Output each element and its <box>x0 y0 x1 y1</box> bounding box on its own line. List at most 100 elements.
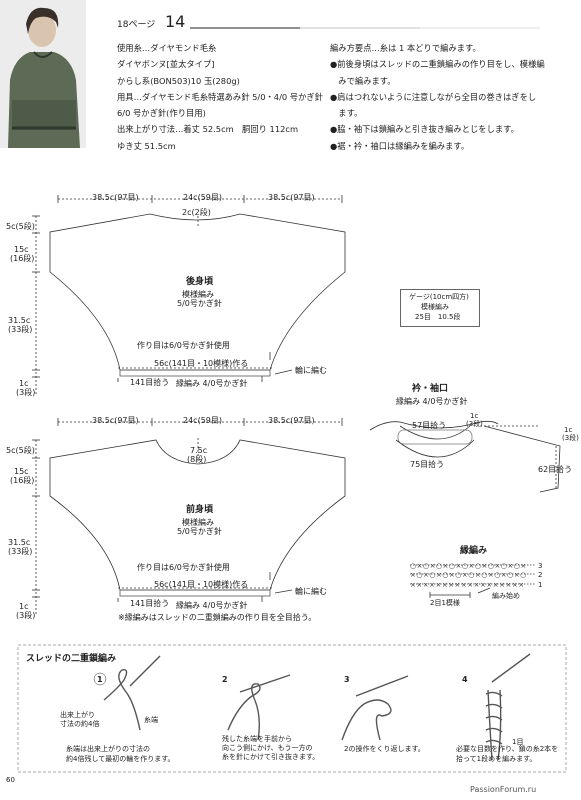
instruction-line: みで編みます。 <box>330 75 396 86</box>
front-neck-rows: (8段) <box>187 455 207 464</box>
step3-caption: 2の操作をくり返します。 <box>344 745 425 753</box>
edging-chart-symbols: ○×○×○×○×○×○×○×○×○× ×○×○×○×○×○×○×○×○×○ ××… <box>410 562 527 589</box>
instruction-line: 編み方要点…糸は 1 本どりで編みます。 <box>330 43 481 53</box>
front-h4-rows: (3段) <box>16 611 36 620</box>
back-width-left: 38.5c(97目) <box>92 193 139 202</box>
front-h4: 1c <box>19 602 29 611</box>
step2-hook <box>239 674 291 693</box>
page-number: 60 <box>6 776 15 784</box>
edging-start: 編み始め <box>492 592 520 600</box>
instruction-line: ます。 <box>330 108 363 119</box>
front-body-outline <box>49 439 346 591</box>
edging-row-3: 3 <box>538 562 543 570</box>
step1-caption-1: 糸端は出来上がりの寸法の <box>66 745 150 753</box>
back-h4: 1c <box>19 379 29 388</box>
page-reference: 18ページ <box>117 20 156 30</box>
back-cast-hook: 作り目は6/0号かぎ針使用 <box>137 341 230 350</box>
back-h3: 31.5c <box>8 316 31 325</box>
instruction-line: ●裾・衿・袖口は縁編みを編みます。 <box>330 140 470 151</box>
step4-caption-2: 拾って1段めを編みます。 <box>456 755 537 763</box>
header-rule <box>190 27 540 29</box>
step1-caption-2: 約4倍残して最初の輪を作ります。 <box>66 755 175 763</box>
model-photo-illustration <box>0 0 86 148</box>
front-width-mid: 24c(59目) <box>183 416 222 425</box>
sleeve-rows: 1c <box>564 426 573 434</box>
step-3-number: 3 <box>344 675 350 684</box>
back-wrap: 輪に編む <box>295 366 327 375</box>
front-h3-rows: (33段) <box>8 547 33 556</box>
back-h2: 15c <box>14 245 29 254</box>
edging-row-1: 1 <box>538 581 543 589</box>
front-hem-band <box>119 589 271 597</box>
back-h4-rows: (3段) <box>16 388 36 397</box>
front-hook: 5/0号かぎ針 <box>177 527 222 536</box>
back-hem-band <box>119 369 271 377</box>
thread-chain-panel-border <box>17 644 567 773</box>
front-width-right: 38.5c(97目) <box>268 416 315 425</box>
step3-hook <box>355 675 409 697</box>
spec-line: ゆき丈 51.5cm <box>117 140 176 151</box>
back-pickup: 141目拾う <box>130 378 170 387</box>
front-width-left: 38.5c(97目) <box>92 416 139 425</box>
step2-caption-1: 残した糸端を手前から <box>222 735 292 743</box>
front-pattern: 模様編み <box>182 518 214 527</box>
svg-text:○×○×○×○×○×○×○×○×○×: ○×○×○×○×○×○×○×○×○× <box>410 562 527 570</box>
back-neck: 2c(2段) <box>182 208 211 217</box>
back-hook: 5/0号かぎ針 <box>177 299 222 308</box>
step2-caption-3: 糸を針にかけて引き抜きます。 <box>222 753 320 761</box>
front-wrap: 輪に編む <box>295 587 327 596</box>
back-width-right: 38.5c(97目) <box>268 193 315 202</box>
front-h1: 5c(5段) <box>6 446 35 455</box>
step1-note1: 出来上がり <box>60 711 95 719</box>
edging-repeat: 2目1模様 <box>430 599 460 607</box>
step1-hook <box>129 655 161 687</box>
step4-caption-1: 必要な目数を作り、鎖の糸2本を <box>456 745 559 753</box>
sleeve-62: 62目拾う <box>538 465 573 474</box>
edging-title: 縁編み <box>460 546 488 556</box>
front-cast: 56c(141目・10模様)作る <box>154 580 249 589</box>
step1-yarn: 糸端 <box>144 716 158 724</box>
back-pattern: 模様編み <box>182 290 214 299</box>
pattern-number: 14 <box>165 12 186 31</box>
front-title: 前身頃 <box>186 505 214 515</box>
spec-line: 6/0 号かぎ針(作り目用) <box>117 108 206 119</box>
step1-note2: 寸法の約4倍 <box>60 720 100 728</box>
back-h1: 5c(5段) <box>6 222 35 231</box>
gauge-box: ゲージ(10cm四方) 模様編み 25目 10.5段 <box>400 289 480 327</box>
collar-57: 57目拾う <box>412 421 447 430</box>
collar-edge: 縁編み 4/0号かぎ針 <box>396 397 468 406</box>
front-h2: 15c <box>14 467 29 476</box>
front-h3: 31.5c <box>8 538 31 547</box>
edging-row-2: 2 <box>538 571 543 579</box>
back-title: 後身頃 <box>186 277 214 287</box>
step-2-number: 2 <box>222 675 228 684</box>
materials-spec: 使用糸…ダイヤモンド毛糸 ダイヤボンヌ[並太タイプ] からし系(BON503)1… <box>117 40 323 154</box>
front-neck: 7.5c <box>190 446 208 455</box>
step-1-number: 1 <box>97 675 103 684</box>
sleeve-shape <box>483 425 561 493</box>
step4-hook <box>491 653 531 683</box>
instruction-line: ●肩はつれないように注意しながら全目の巻きはぎをし <box>330 91 537 102</box>
collar-shape <box>369 420 499 431</box>
step2-caption-2: 向こう側にかけ、もう一方の <box>222 744 313 752</box>
collar-75: 75目拾う <box>410 460 445 469</box>
front-edge: 縁編み 4/0号かぎ針 <box>176 601 248 610</box>
gauge-title: ゲージ(10cm四方) <box>409 293 469 301</box>
collar-rows-b: (3段) <box>466 420 483 428</box>
front-pickup: 141目拾う <box>130 599 170 608</box>
spec-line: からし系(BON503)10 玉(280g) <box>117 75 240 86</box>
svg-text:×○×○×○×○×○×○×○×○×○: ×○×○×○×○×○×○×○×○×○ <box>410 571 527 579</box>
front-h2-rows: (16段) <box>10 476 35 485</box>
instructions: 編み方要点…糸は 1 本どりで編みます。 ●前後身頃はスレッドの二重鎖編みの作り… <box>330 40 545 154</box>
collar-title: 衿・袖口 <box>412 384 449 394</box>
gauge-pattern: 模様編み <box>421 303 449 311</box>
step4-label: 1目 <box>512 738 524 746</box>
svg-text:××××××××××××××××××: ×××××××××××××××××× <box>410 581 525 589</box>
model-photo <box>0 0 86 148</box>
spec-line: 用具…ダイヤモンド毛糸特選あみ針 5/0・4/0 号かぎ針 <box>117 91 323 102</box>
gauge-values: 25目 10.5段 <box>415 313 461 321</box>
watermark: PassionForum.ru <box>470 785 537 794</box>
back-edge: 縁編み 4/0号かぎ針 <box>176 379 248 388</box>
spec-line: 出来上がり寸法…着丈 52.5cm 胴回り 112cm <box>117 124 299 135</box>
